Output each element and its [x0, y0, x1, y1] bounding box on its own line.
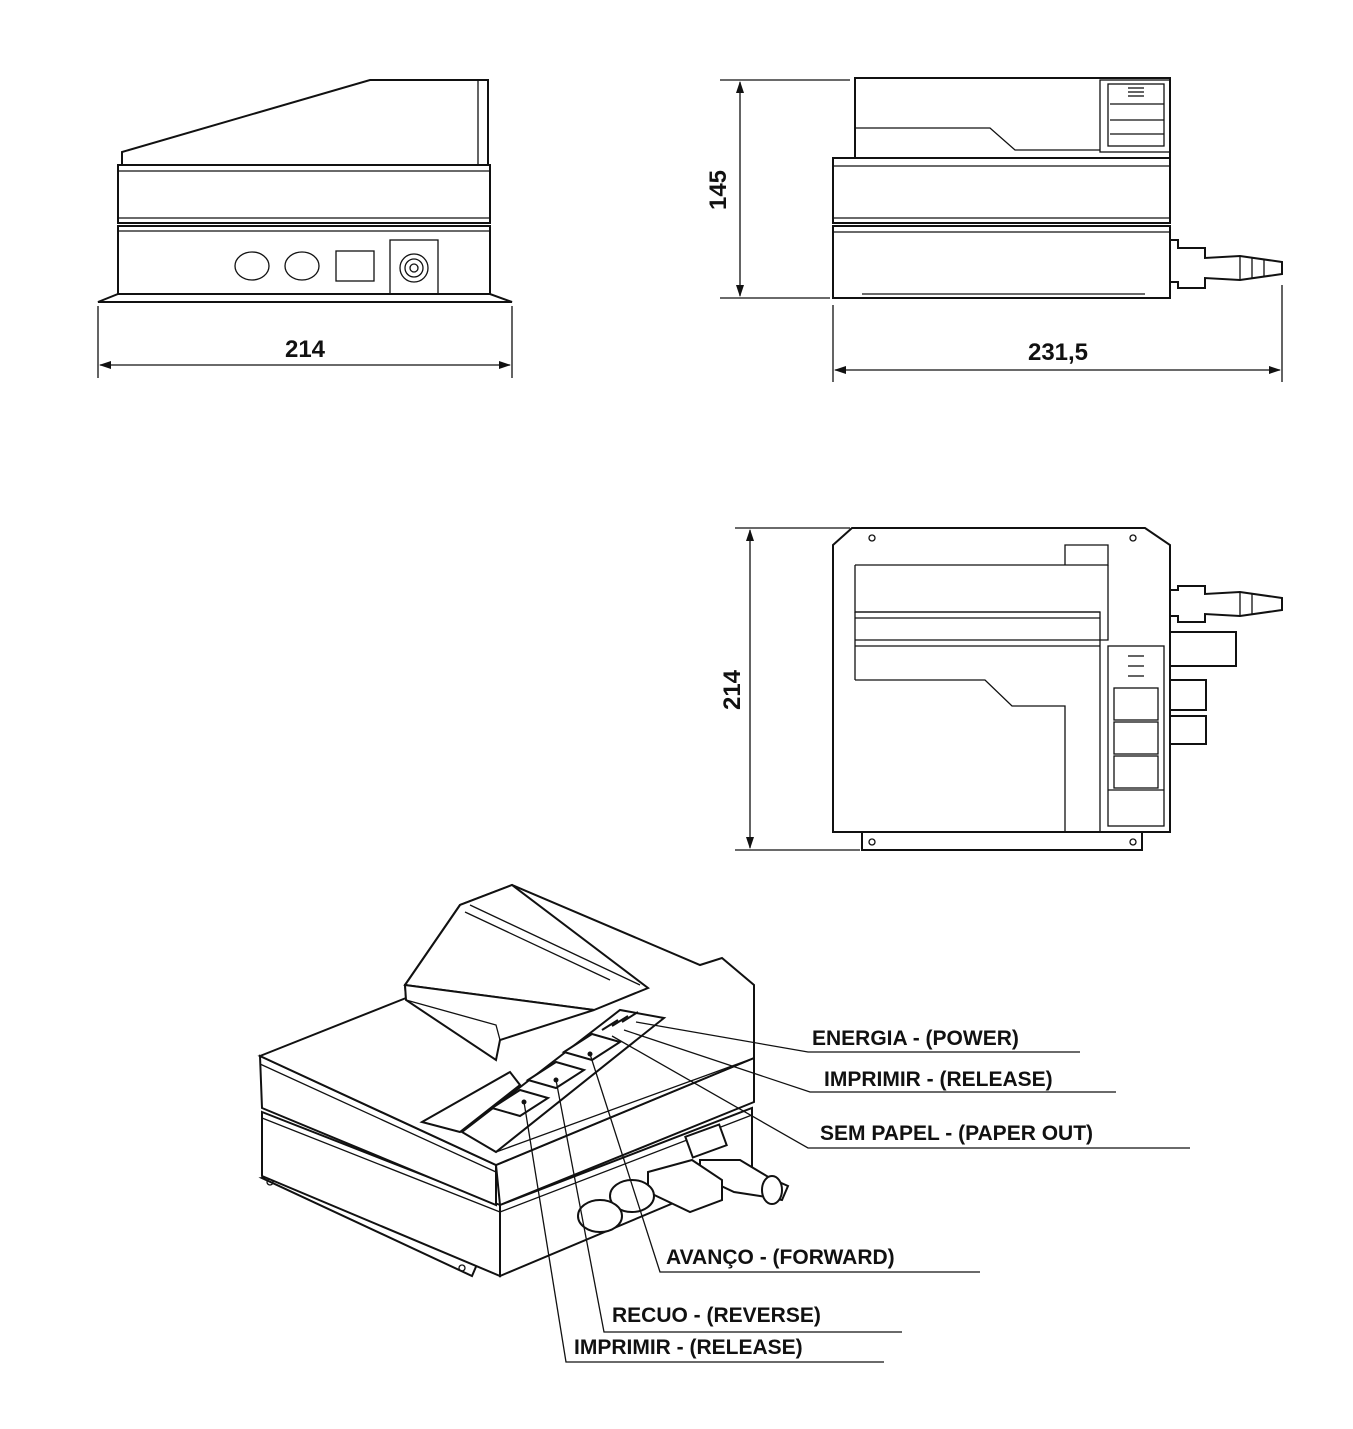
top-mounting-tab [861, 831, 1143, 851]
iso-connectors [577, 1123, 790, 1233]
callouts: ENERGIA - (POWER) IMPRIMIR - (RELEASE) S… [521, 1021, 1190, 1363]
connector-round-2 [284, 251, 320, 281]
callout-energia: ENERGIA - (POWER) [812, 1027, 1019, 1050]
leader-avanco [589, 1053, 980, 1273]
iso-button-forward [561, 1032, 623, 1062]
top-connector-round-1 [1169, 679, 1207, 711]
front-upper-body [117, 164, 491, 224]
top-connector-round-2 [1169, 715, 1207, 745]
top-cable-connector [1169, 585, 1283, 623]
power-switch-inner [404, 258, 424, 278]
front-top-cover [121, 79, 489, 166]
top-control-panel [1107, 645, 1165, 827]
side-cable-connector [1169, 239, 1283, 289]
dimension-side-height: 145 [705, 170, 732, 210]
leader-energia [635, 1021, 1080, 1053]
front-view: 214 [97, 79, 513, 378]
isometric-view [257, 883, 790, 1278]
top-button-release [1113, 687, 1159, 721]
leader-recuo [555, 1079, 902, 1333]
side-base [832, 225, 1171, 299]
side-upper-body [832, 157, 1171, 224]
iso-paper-tray [419, 1070, 522, 1134]
callout-sem-papel: SEM PAPEL - (PAPER OUT) [820, 1122, 1093, 1145]
side-view: 145 231,5 [705, 77, 1283, 382]
callout-avanco: AVANÇO - (FORWARD) [666, 1246, 895, 1269]
side-top-housing [854, 77, 1171, 159]
connector-square [335, 250, 375, 282]
power-switch-frame [389, 239, 439, 295]
callout-imprimir-bottom: IMPRIMIR - (RELEASE) [574, 1336, 803, 1359]
connector-round-1 [234, 251, 270, 281]
front-base [117, 225, 491, 295]
callout-recuo: RECUO - (REVERSE) [612, 1304, 821, 1327]
top-view: 214 [719, 527, 1283, 851]
power-switch-outer [399, 253, 429, 283]
top-outline [832, 527, 1171, 833]
leader-imprimir-bottom [523, 1101, 884, 1363]
leader-imprimir-top [623, 1029, 1116, 1093]
top-connector-block [1169, 631, 1237, 667]
top-button-reverse [1113, 721, 1159, 755]
iso-button-release [489, 1088, 551, 1118]
front-flange [97, 293, 513, 303]
dimension-top-depth: 214 [719, 669, 746, 710]
top-button-forward [1113, 755, 1159, 789]
leader-sem-papel [611, 1035, 1190, 1149]
dimension-front-width: 214 [285, 336, 326, 363]
dimension-side-depth: 231,5 [1028, 339, 1088, 366]
callout-imprimir-top: IMPRIMIR - (RELEASE) [824, 1068, 1053, 1091]
iso-cover-front [403, 983, 595, 1062]
iso-button-reverse [525, 1060, 587, 1090]
